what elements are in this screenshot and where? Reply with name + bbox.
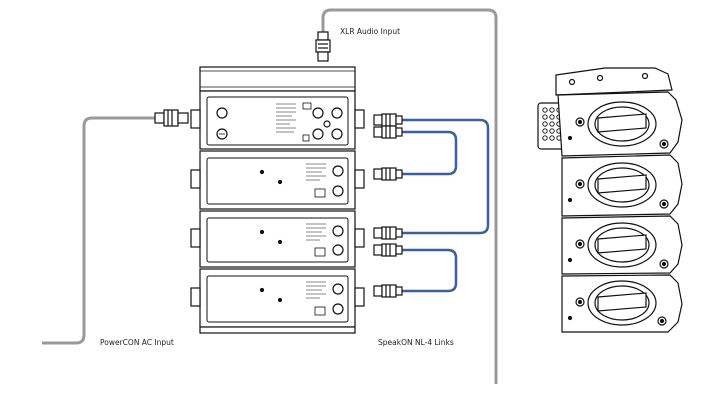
stack-module-1	[190, 90, 365, 150]
powercon-socket-icon	[216, 107, 228, 119]
xlr-audio-cable	[321, 8, 498, 384]
stack-module-3	[190, 210, 365, 268]
powercon-plug-icon	[154, 109, 189, 127]
speakon-plug-icon	[373, 284, 403, 298]
powercon-ac-input-label: PowerCON AC Input	[100, 338, 174, 347]
speakon-plug-icon	[373, 125, 403, 139]
array-cabinet-1	[557, 91, 683, 157]
speakon-link-1	[402, 118, 490, 235]
xlr-socket-icon	[323, 120, 331, 128]
stack-module-4	[190, 268, 365, 328]
speakon-plug-icon	[373, 243, 403, 257]
speakon-link-cables	[402, 118, 490, 293]
array-cabinet-4	[561, 274, 683, 333]
xlr-audio-input-label: XLR Audio Input	[340, 27, 400, 36]
speakon-plug-icon	[373, 167, 403, 181]
xlr-plug-icon	[315, 31, 331, 62]
speaker-stack-rear-view	[190, 66, 365, 334]
line-array-side-view	[537, 67, 683, 333]
speakon-link-2	[402, 130, 458, 176]
stack-module-2	[190, 150, 365, 210]
speakon-nl4-links-label: SpeakON NL-4 Links	[378, 338, 454, 347]
array-cabinet-3	[561, 215, 683, 275]
speakon-link-3	[402, 248, 458, 293]
powercon-ac-cable	[42, 116, 155, 345]
array-cabinet-2	[561, 154, 683, 217]
speakon-plug-icon	[373, 226, 403, 240]
speakon-plugs	[373, 113, 403, 298]
speakon-plug-icon	[373, 113, 403, 127]
